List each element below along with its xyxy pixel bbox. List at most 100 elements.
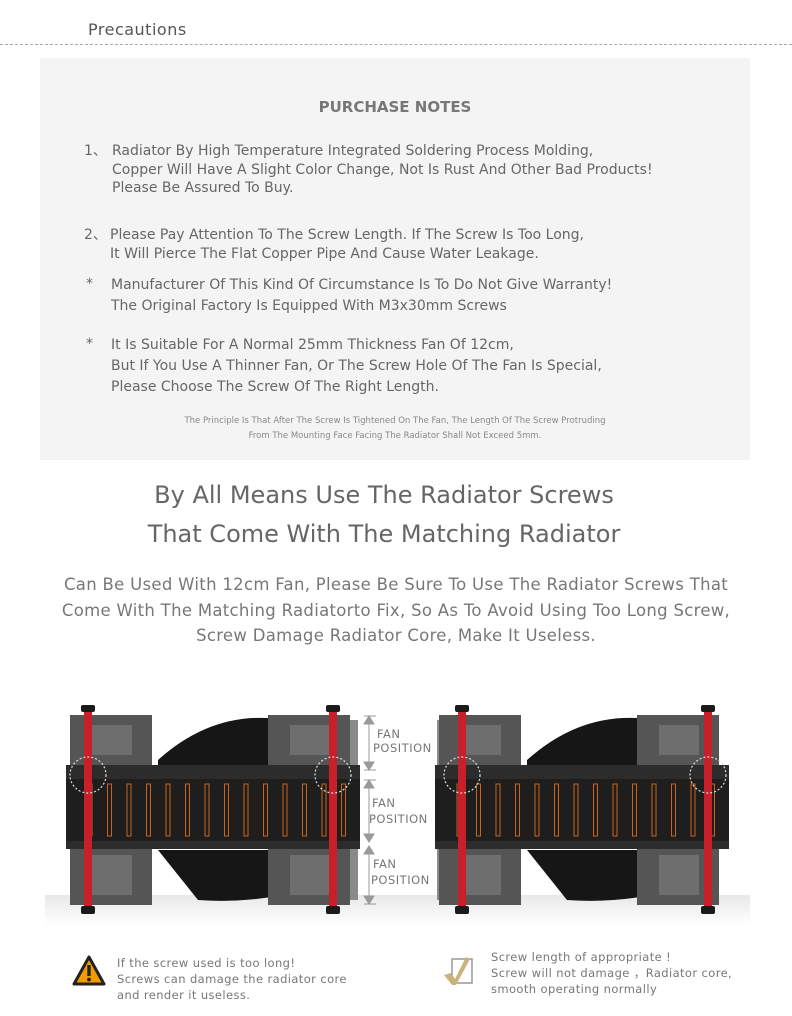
checkbox-check-icon xyxy=(442,955,476,991)
radiator-fin xyxy=(534,783,540,837)
radiator-core xyxy=(435,779,729,841)
screw xyxy=(84,708,92,912)
fan-position-labels: FAN POSITION FAN POSITION FAN POSITION xyxy=(363,715,432,905)
radiator-fin xyxy=(185,783,190,837)
description: Can Be Used With 12cm Fan, Please Be Sur… xyxy=(0,572,792,649)
note-line: Radiator By High Temperature Integrated … xyxy=(112,143,594,159)
radiator-fin xyxy=(263,783,268,837)
screw xyxy=(704,708,712,912)
note-line: Please Pay Attention To The Screw Length… xyxy=(110,227,584,243)
footnote: The Principle Is That After The Screw Is… xyxy=(40,414,750,444)
fan-frame-inner xyxy=(290,855,330,895)
divider xyxy=(0,44,792,45)
fan-frame-inner xyxy=(659,855,699,895)
description-line: Screw Damage Radiator Core, Make It Usel… xyxy=(196,626,596,645)
fan-label: POSITION xyxy=(373,741,432,755)
radiator-fin xyxy=(573,783,579,837)
screw xyxy=(329,708,337,912)
note-line: Copper Will Have A Slight Color Change, … xyxy=(112,161,653,178)
note-marker: 2、 xyxy=(84,227,107,243)
ok-line: Screw length of appropriate ! xyxy=(491,950,672,964)
radiator-assembly-left xyxy=(66,705,360,914)
warning-line: and render it useless. xyxy=(117,988,251,1002)
radiator-fin xyxy=(282,783,288,837)
description-line: Can Be Used With 12cm Fan, Please Be Sur… xyxy=(63,575,729,594)
radiator-fin xyxy=(224,783,229,837)
warning-text: If the screw used is too long! Screws ca… xyxy=(117,955,347,1003)
radiator-fin xyxy=(204,783,210,837)
fan-frame-inner xyxy=(92,855,132,895)
radiator-fin xyxy=(495,783,501,837)
radiator-header xyxy=(66,841,360,849)
note-line: Manufacturer Of This Kind Of Circumstanc… xyxy=(111,277,613,293)
warning-line: Screws can damage the radiator core xyxy=(117,972,347,986)
dimension-arrow xyxy=(363,715,376,905)
fan-frame-inner xyxy=(92,725,132,755)
radiator-fin xyxy=(651,783,657,837)
screw-nut xyxy=(701,906,715,914)
ok-line: smooth operating normally xyxy=(491,982,658,996)
radiator-fan-diagram: FAN POSITION FAN POSITION FAN POSITION xyxy=(45,705,750,925)
screw-nut xyxy=(455,906,469,914)
footnote-line: The Principle Is That After The Screw Is… xyxy=(184,416,606,426)
fan-label: FAN xyxy=(373,857,397,871)
screw-nut xyxy=(326,906,340,914)
warning-icon xyxy=(72,955,106,991)
fan-frame-inner xyxy=(461,725,501,755)
radiator-fin xyxy=(593,783,598,837)
floor-shadow xyxy=(45,895,750,925)
screw-nut xyxy=(81,906,95,914)
note-line: It Will Pierce The Flat Copper Pipe And … xyxy=(110,245,539,262)
screw-head xyxy=(701,705,715,712)
fan-frame-inner xyxy=(461,855,501,895)
radiator-fin xyxy=(476,783,481,837)
radiator-fin xyxy=(107,783,112,837)
highlight-circle xyxy=(314,756,352,794)
radiator-core xyxy=(66,779,360,841)
note-line: The Original Factory Is Equipped With M3… xyxy=(111,298,507,314)
radiator-fin xyxy=(632,783,637,837)
highlight-circle xyxy=(443,756,481,794)
ok-line: Screw will not damage ，Radiator core, xyxy=(491,966,733,980)
note-line: Please Choose The Screw Of The Right Len… xyxy=(111,379,439,395)
fan-label: FAN xyxy=(372,796,396,810)
radiator-assembly-right xyxy=(435,705,729,914)
note-marker: 1、 xyxy=(84,143,107,159)
radiator-fin xyxy=(321,783,327,837)
screw-head xyxy=(326,705,340,712)
radiator-fin xyxy=(165,783,171,837)
highlight-circle xyxy=(69,756,107,794)
radiator-fin xyxy=(126,783,132,837)
warning-line: If the screw used is too long! xyxy=(117,956,296,970)
radiator-fin xyxy=(146,783,151,837)
fan-label: POSITION xyxy=(371,873,430,887)
radiator-header xyxy=(66,765,360,779)
radiator-fin xyxy=(341,783,346,837)
headline-line: That Come With The Matching Radiator xyxy=(147,520,621,548)
screw xyxy=(458,708,466,912)
note-line: But If You Use A Thinner Fan, Or The Scr… xyxy=(111,358,602,374)
screw-head xyxy=(455,705,469,712)
purchase-notes-panel: PURCHASE NOTES 1、 Radiator By High Tempe… xyxy=(40,58,750,460)
highlight-circle xyxy=(689,756,727,794)
radiator-fin xyxy=(302,783,307,837)
note-line: Please Be Assured To Buy. xyxy=(112,180,294,196)
ok-text: Screw length of appropriate ! Screw will… xyxy=(491,949,732,997)
radiator-header xyxy=(435,841,729,849)
screw-head xyxy=(81,705,95,712)
radiator-fin xyxy=(671,783,676,837)
purchase-notes-title: PURCHASE NOTES xyxy=(318,98,472,116)
note-marker: * xyxy=(86,276,93,292)
description-line: Come With The Matching Radiatorto Fix, S… xyxy=(61,600,731,620)
radiator-fin xyxy=(554,783,559,837)
headline: By All Means Use The Radiator Screws Tha… xyxy=(0,476,792,554)
fan-frame-inner xyxy=(659,725,699,755)
section-title: Precautions xyxy=(88,20,187,39)
note-line: It Is Suitable For A Normal 25mm Thickne… xyxy=(111,337,514,353)
radiator-header xyxy=(435,765,729,779)
radiator-fin xyxy=(515,783,520,837)
headline-line: By All Means Use The Radiator Screws xyxy=(154,481,614,509)
note-marker: * xyxy=(86,336,93,352)
radiator-fin xyxy=(612,783,618,837)
radiator-fin xyxy=(243,783,249,837)
